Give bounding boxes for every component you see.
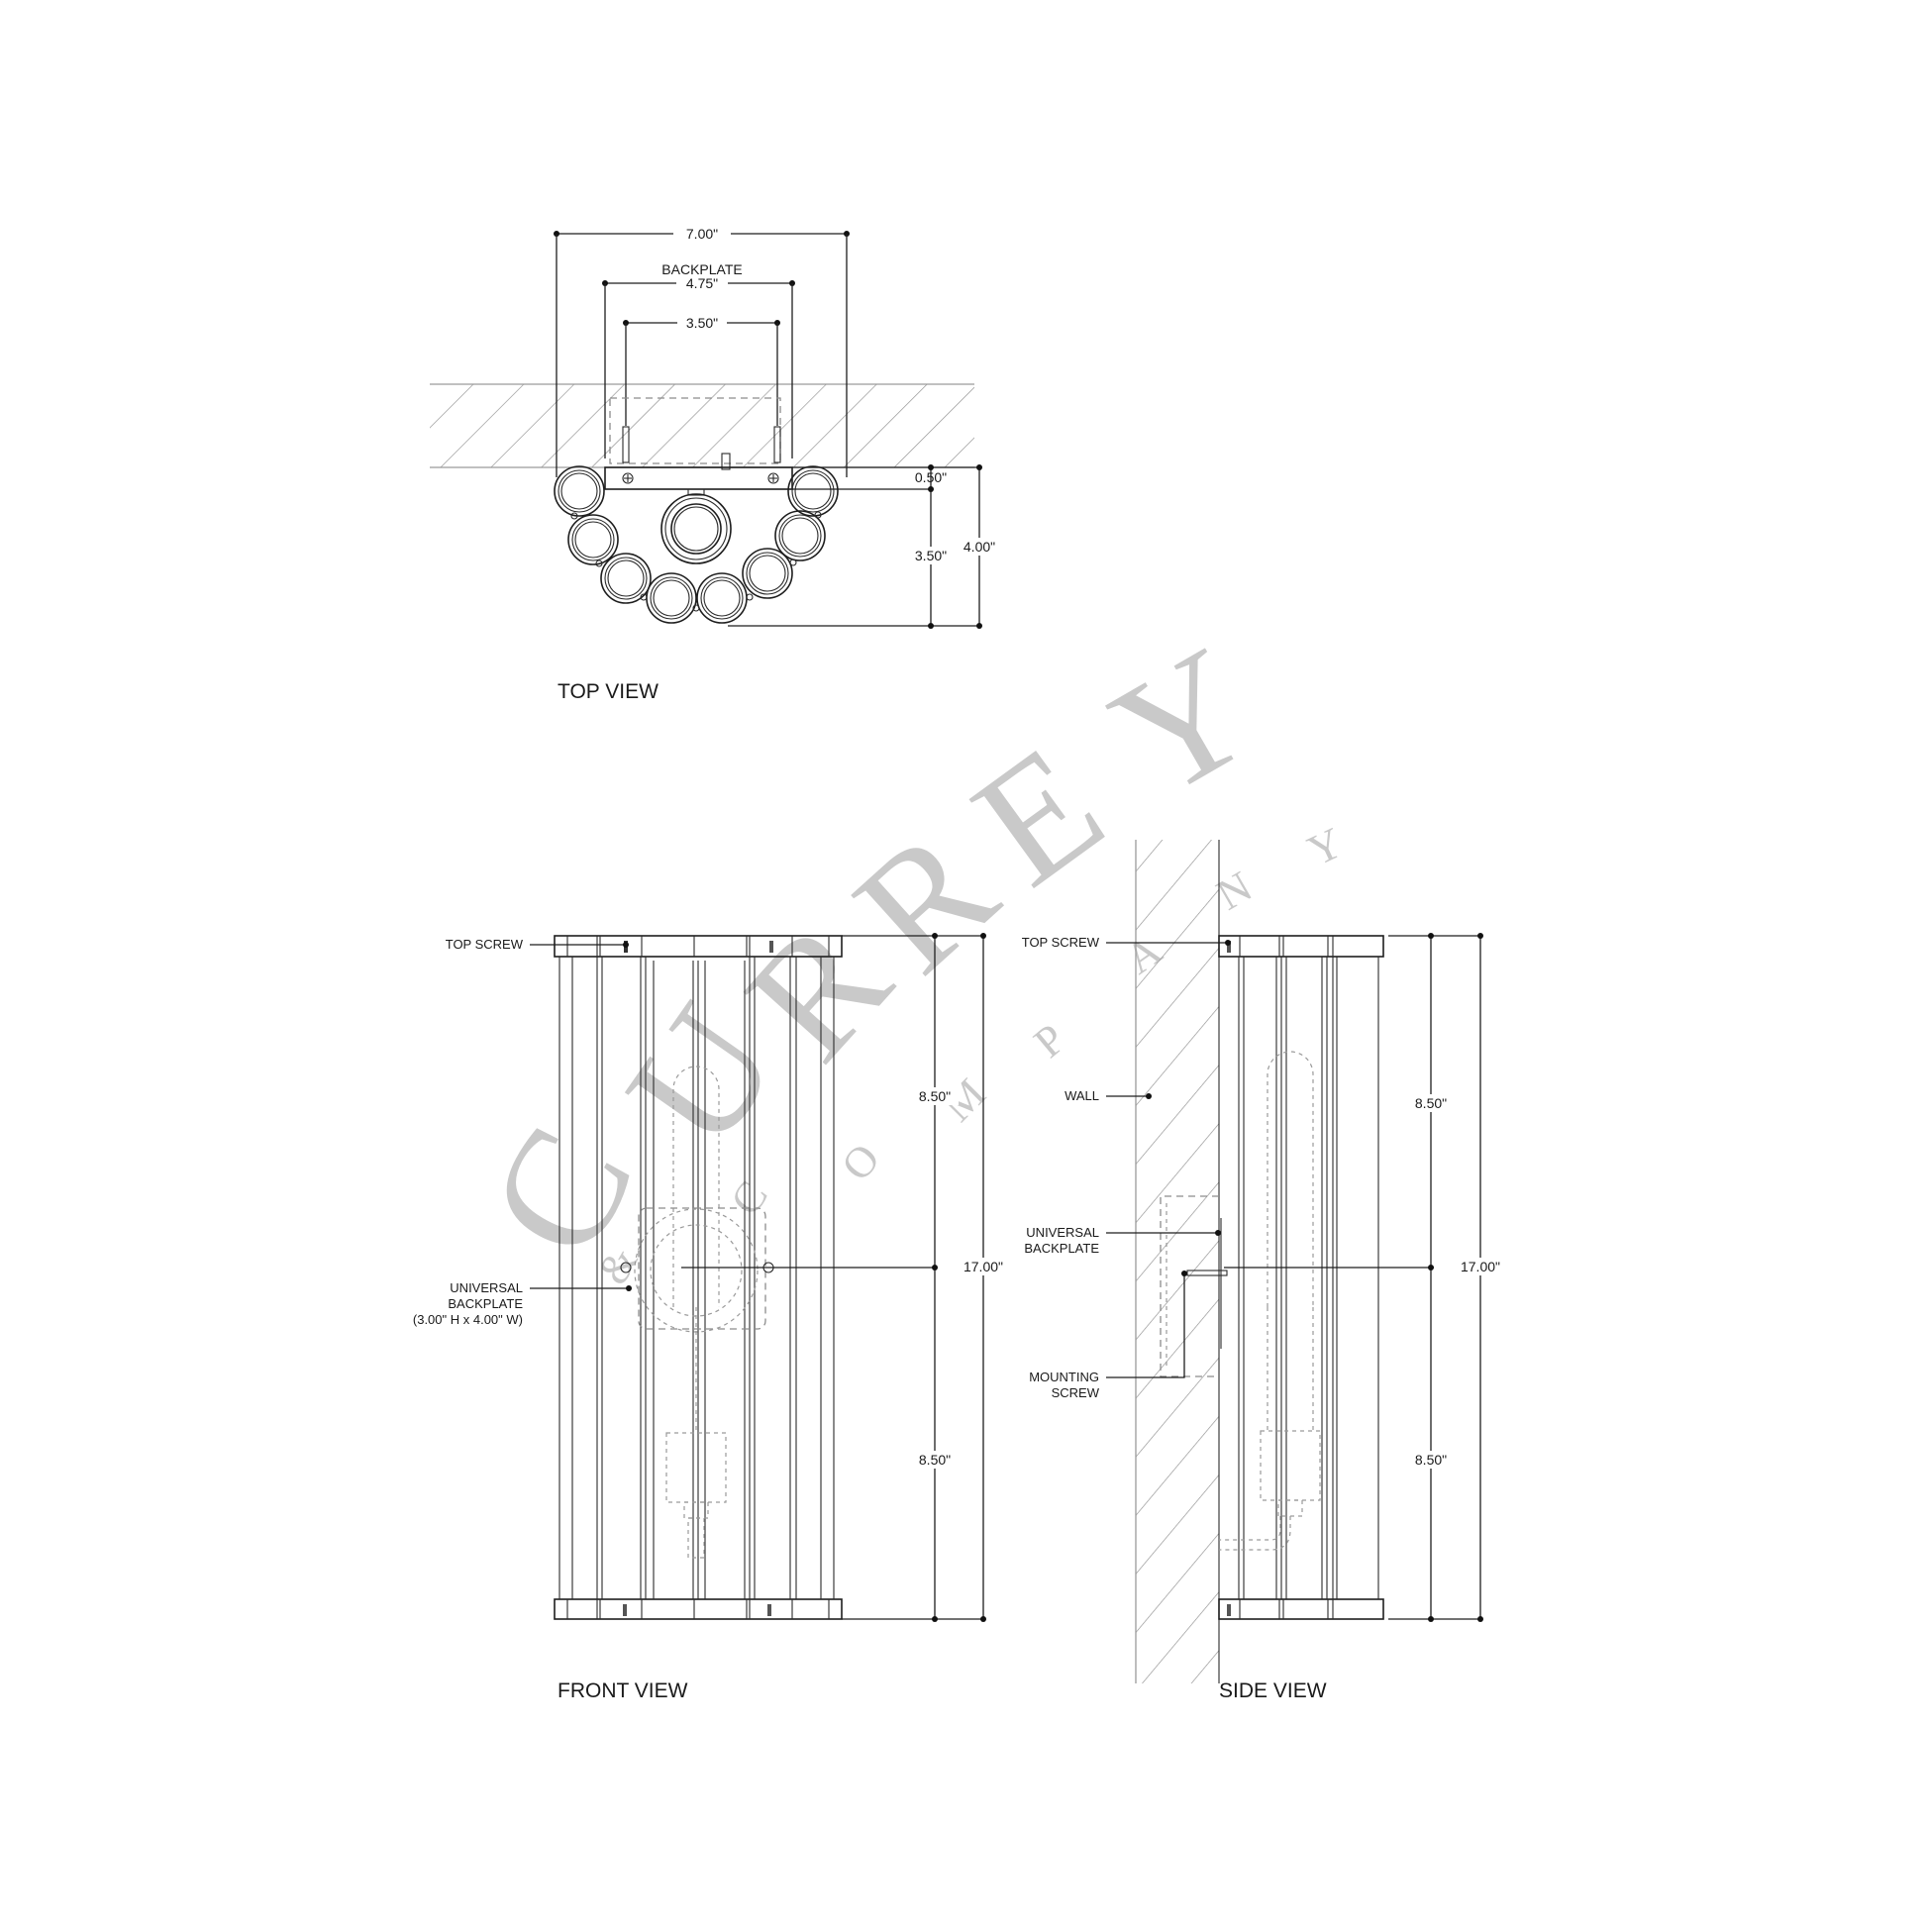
universal-backplate-label-2: BACKPLATE <box>448 1296 523 1311</box>
side-glass-rods <box>1238 957 1379 1599</box>
watermark-small-letter: O <box>832 1135 889 1190</box>
callout-mounting-screw: MOUNTING SCREW <box>1029 1271 1187 1400</box>
callout-top-screw-front: TOP SCREW <box>446 937 629 952</box>
dim-backplate-width: BACKPLATE 4.75" <box>602 261 795 458</box>
front-view: 8.50" 17.00" 8.50" TOP SCREW UNIVERSAL B… <box>413 933 1011 1702</box>
side-universal-backplate-1: UNIVERSAL <box>1026 1225 1099 1240</box>
universal-backplate-size: (3.00" H x 4.00" W) <box>413 1312 523 1327</box>
dim-overall-width: 7.00" <box>554 224 850 477</box>
bottom-cap <box>554 1598 843 1620</box>
front-dim-upper: 8.50" <box>919 1088 951 1104</box>
hidden-lamp <box>665 1066 727 1559</box>
dim-4-00: 4.00" <box>964 539 995 555</box>
side-universal-backplate-2: BACKPLATE <box>1024 1241 1099 1256</box>
front-dim-lower: 8.50" <box>919 1452 951 1468</box>
mounting-screw-label-1: MOUNTING <box>1029 1370 1099 1384</box>
dim-3-50-top: 3.50" <box>686 315 718 331</box>
backplate-label: BACKPLATE <box>661 261 742 277</box>
wall-label: WALL <box>1065 1088 1099 1103</box>
side-view: 8.50" 17.00" 8.50" TOP SCREW WALL UNIVER… <box>1022 840 1508 1702</box>
glass-rods <box>558 957 835 1599</box>
dim-3-50-depth: 3.50" <box>915 548 947 563</box>
top-screw-label: TOP SCREW <box>446 937 524 952</box>
side-hidden-lamp <box>1219 1051 1321 1551</box>
universal-backplate-label-1: UNIVERSAL <box>450 1280 523 1295</box>
side-dim-lower: 8.50" <box>1415 1452 1447 1468</box>
dim-0-50: 0.50" <box>915 469 947 485</box>
center-socket <box>660 493 732 564</box>
watermark-small-letter: Y <box>1301 818 1351 875</box>
dim-4-75: 4.75" <box>686 275 718 291</box>
dim-7-00: 7.00" <box>686 226 718 242</box>
callout-top-screw-side: TOP SCREW <box>1022 935 1231 950</box>
side-dimensions: 8.50" 17.00" 8.50" <box>1224 933 1508 1622</box>
side-dim-upper: 8.50" <box>1415 1095 1447 1111</box>
side-view-title: SIDE VIEW <box>1219 1679 1327 1702</box>
glass-tubes-ring <box>554 465 839 624</box>
side-top-screw-label: TOP SCREW <box>1022 935 1100 950</box>
callout-wall: WALL <box>1065 1088 1152 1103</box>
watermark-letter: Y <box>1084 612 1282 834</box>
watermark-small-letter: P <box>1025 1014 1074 1067</box>
top-view: 7.00" BACKPLATE 4.75" 3.50" <box>430 224 1003 703</box>
front-view-title: FRONT VIEW <box>558 1679 688 1702</box>
wall-hatch <box>430 384 974 467</box>
dim-depth: 0.50" 3.50" 4.00" <box>728 464 1003 629</box>
side-bottom-cap <box>1218 1598 1384 1620</box>
mounting-screw-label-2: SCREW <box>1052 1385 1100 1400</box>
front-dim-overall: 17.00" <box>964 1259 1003 1274</box>
top-view-title: TOP VIEW <box>558 680 659 703</box>
dim-screw-spacing: 3.50" <box>623 313 780 426</box>
callout-universal-backplate-side: UNIVERSAL BACKPLATE <box>1024 1225 1221 1256</box>
front-dimensions: 8.50" 17.00" 8.50" <box>681 933 1011 1622</box>
callout-universal-backplate-front: UNIVERSAL BACKPLATE (3.00" H x 4.00" W) <box>413 1280 632 1327</box>
wall-section <box>1136 840 1219 1683</box>
side-dim-overall: 17.00" <box>1461 1259 1500 1274</box>
side-top-cap <box>1218 935 1384 958</box>
